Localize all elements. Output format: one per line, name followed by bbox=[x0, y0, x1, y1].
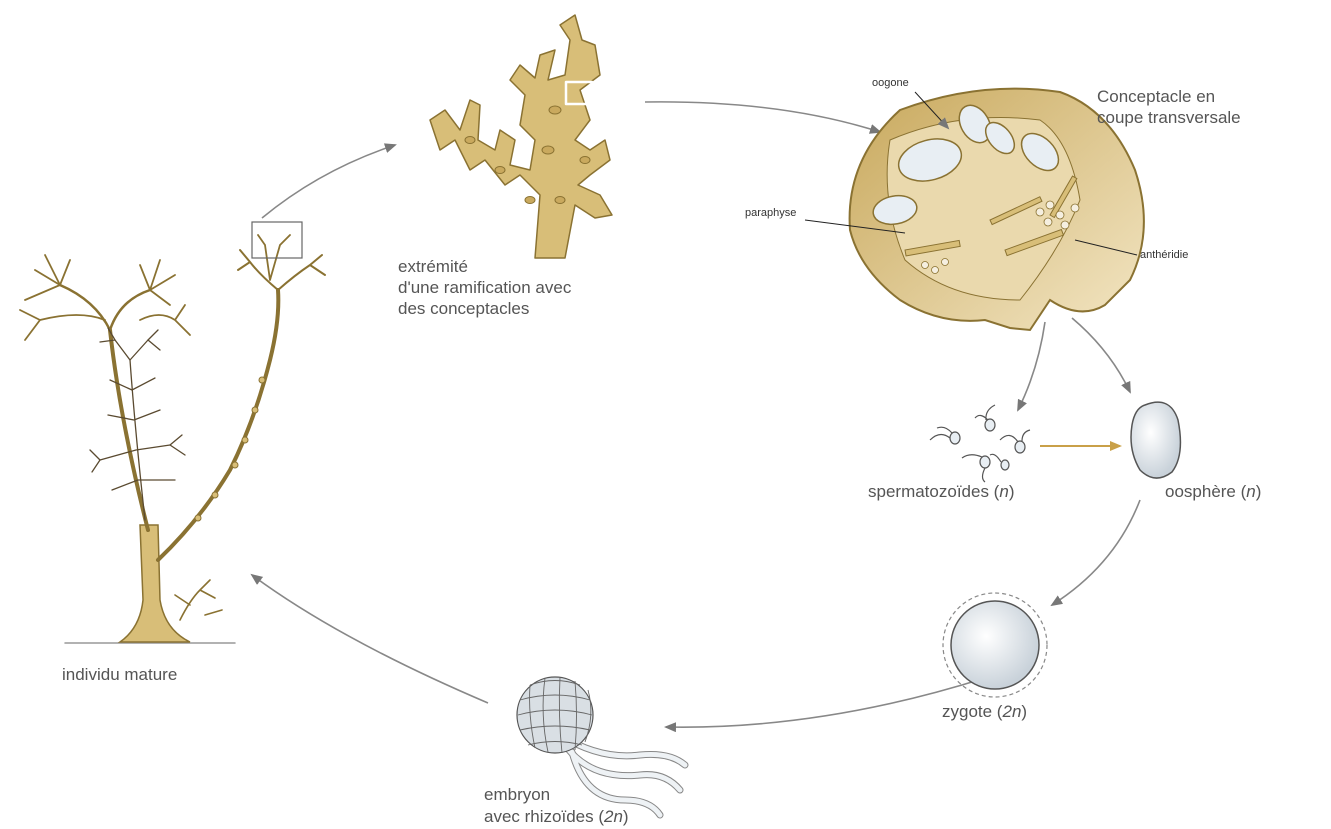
svg-text:des conceptacles: des conceptacles bbox=[398, 299, 529, 318]
arrow-tip-to-conceptacle bbox=[645, 102, 880, 132]
arrow-conceptacle-to-sperm bbox=[1018, 322, 1045, 410]
mature-individual-illustration bbox=[20, 222, 325, 643]
svg-text:d'une ramification avec: d'une ramification avec bbox=[398, 278, 572, 297]
arrow-mature-to-tip bbox=[262, 145, 395, 218]
label-paraphyse: paraphyse bbox=[745, 207, 796, 219]
label-branch-tip: extrémité d'une ramification avec des co… bbox=[398, 257, 572, 318]
arrow-embryo-to-mature bbox=[252, 575, 488, 703]
label-individu-mature: individu mature bbox=[62, 665, 177, 684]
branch-tip-illustration bbox=[430, 15, 612, 258]
label-oosphere: oosphère (n) bbox=[1165, 482, 1261, 501]
arrow-zygote-to-embryo bbox=[666, 678, 985, 727]
svg-text:coupe transversale: coupe transversale bbox=[1097, 108, 1241, 127]
svg-text:embryon: embryon bbox=[484, 785, 550, 804]
arrow-oosphere-to-zygote bbox=[1052, 500, 1140, 605]
label-conceptacle-title: Conceptacle en coupe transversale bbox=[1097, 87, 1241, 127]
label-antheridie: anthéridie bbox=[1140, 249, 1188, 261]
oosphere-illustration bbox=[1131, 402, 1180, 478]
label-spermatozoides: spermatozoïdes (n) bbox=[868, 482, 1014, 501]
label-embryon: embryon avec rhizoïdes (2n) bbox=[484, 785, 629, 826]
label-oogone: oogone bbox=[872, 77, 909, 89]
spermatozoids-illustration bbox=[930, 405, 1030, 482]
arrow-conceptacle-to-oosphere bbox=[1072, 318, 1130, 392]
zygote-illustration bbox=[943, 593, 1047, 697]
svg-text:extrémité: extrémité bbox=[398, 257, 468, 276]
label-zygote: zygote (2n) bbox=[942, 702, 1027, 721]
svg-text:Conceptacle en: Conceptacle en bbox=[1097, 87, 1215, 106]
svg-text:avec rhizoïdes (2n): avec rhizoïdes (2n) bbox=[484, 807, 629, 826]
